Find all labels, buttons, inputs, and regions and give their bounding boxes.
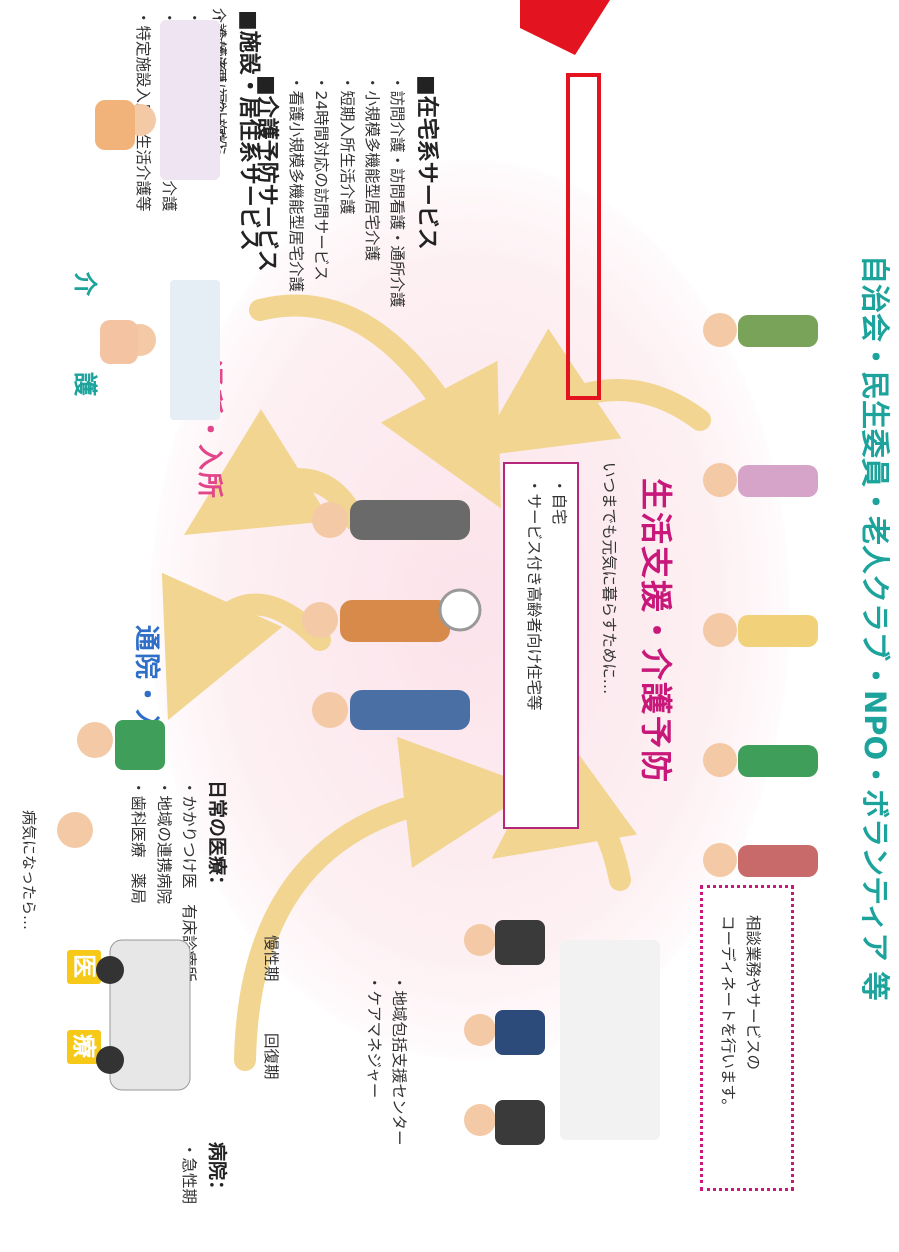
home-title: ■在宅系サービス bbox=[414, 75, 439, 250]
arrow-medical-to-home bbox=[234, 736, 536, 1071]
community-people-illustration bbox=[703, 313, 818, 877]
bubble-line: コーディネートを行います。 bbox=[718, 915, 737, 1114]
hospital-title: 病院： bbox=[206, 1142, 228, 1200]
bubble-line: 相談業務やサービスの bbox=[744, 915, 762, 1071]
hospital-item: 慢性期 bbox=[262, 935, 280, 982]
ambulance-illustration bbox=[96, 939, 191, 1091]
caregiver-bed-illustration bbox=[95, 20, 220, 180]
center-headline: 生活支援・介護予防 bbox=[637, 478, 675, 785]
hospital-block: 病院： ・急性期 bbox=[179, 1142, 228, 1204]
highlight-box bbox=[566, 73, 601, 400]
prevention-title: ■介護予防サービス bbox=[253, 75, 279, 272]
hospital-item: 回復期 bbox=[262, 1033, 280, 1080]
hospital-item: ・急性期 bbox=[180, 1142, 199, 1205]
arrow-to-daycare bbox=[184, 409, 366, 535]
support-item: ・地域包括支援センター bbox=[390, 975, 408, 1146]
support-list: ・地域包括支援センター ・ケアマネジャー bbox=[363, 975, 408, 1146]
home-services: ■在宅系サービス ・訪問介護・訪問看護・通所介護 ・小規模多機能型居宅介護 ・短… bbox=[252, 75, 440, 308]
housing-list: ・自宅 ・サービス付き高齢者向け住宅等 bbox=[523, 478, 568, 711]
community-label: 自治会・民生委員・老人クラブ・NPO・ボランティア 等 bbox=[858, 255, 892, 1001]
speech-bubble bbox=[700, 885, 794, 1191]
support-item: ・ケアマネジャー bbox=[364, 975, 383, 1099]
housing-item: ・サービス付き高齢者向け住宅等 bbox=[524, 478, 543, 711]
arrow-to-hospital bbox=[161, 572, 331, 721]
red-arrow-icon bbox=[520, 0, 610, 55]
meeting-illustration bbox=[464, 920, 660, 1145]
housing-box bbox=[503, 462, 579, 829]
home-item: ・短期入所生活介護 bbox=[337, 75, 356, 215]
home-item-highlighted: ・看護小規模多機能型居宅介護 bbox=[287, 75, 305, 293]
bubble-text: 相談業務やサービスの コーディネートを行います。 bbox=[717, 915, 762, 1114]
daycare-illustration bbox=[100, 280, 220, 420]
arrow-care-to-home bbox=[249, 294, 501, 509]
home-item: ・24時間対応の訪問サービス bbox=[312, 75, 331, 281]
center-caption: いつまでも元気に暮らすために… bbox=[600, 462, 618, 695]
home-item: ・小規模多機能型居宅介護 bbox=[363, 75, 382, 262]
housing-item: ・自宅 bbox=[550, 478, 568, 525]
doctor-illustration bbox=[57, 720, 165, 848]
arrow-prevention-to-home bbox=[475, 328, 711, 457]
home-item: ・訪問介護・訪問看護・通所介護 bbox=[388, 75, 407, 308]
family-group-illustration bbox=[302, 500, 482, 730]
